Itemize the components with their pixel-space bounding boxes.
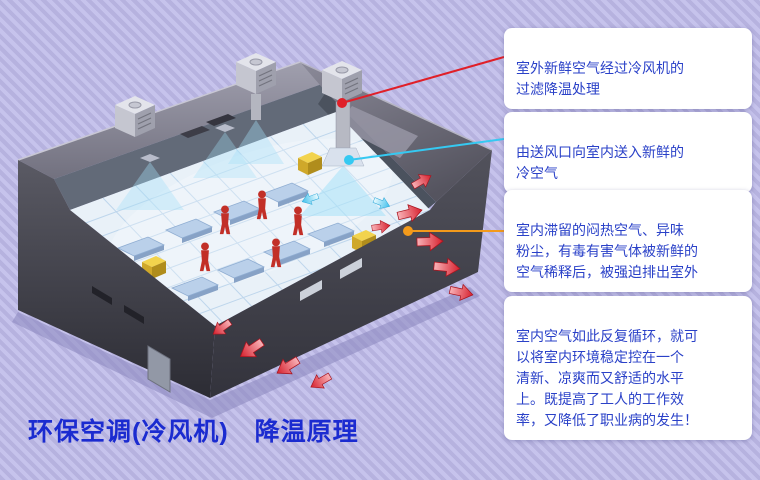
rooftop-cooler-unit bbox=[236, 53, 276, 94]
page-title: 环保空调(冷风机) 降温原理 bbox=[28, 418, 359, 446]
callout-outdoor-air-text: 室外新鲜空气经过冷风机的 过滤降温处理 bbox=[516, 60, 684, 97]
workbench bbox=[260, 182, 310, 207]
callout-outdoor-air: 室外新鲜空气经过冷风机的 过滤降温处理 bbox=[504, 28, 752, 109]
workbench bbox=[306, 222, 356, 247]
worker-figure bbox=[199, 242, 211, 272]
wall-grille bbox=[300, 280, 322, 301]
rooftop-cooler-unit bbox=[115, 96, 155, 137]
worker-figure bbox=[219, 205, 231, 235]
building-walls bbox=[18, 150, 492, 398]
ground-shadow bbox=[12, 287, 480, 418]
connector-dot-supply-air bbox=[344, 155, 354, 165]
callout-circulation: 室内空气如此反复循环，就可 以将室内环境稳定控在一个 清新、凉爽而又舒适的水平 … bbox=[504, 296, 752, 440]
door bbox=[147, 345, 171, 393]
supply-duct bbox=[300, 101, 386, 216]
callout-supply-air-text: 由送风口向室内送入新鲜的 冷空气 bbox=[516, 144, 684, 181]
workers bbox=[199, 190, 304, 272]
workbench bbox=[216, 258, 266, 283]
callout-circulation-text: 室内空气如此反复循环，就可 以将室内环境稳定控在一个 清新、凉爽而又舒适的水平 … bbox=[516, 328, 698, 428]
callout-exhaust-air: 室内滞留的闷热空气、异味 粉尘，有毒有害气体被新鲜的 空气稀释后，被强迫排出室外 bbox=[504, 190, 752, 292]
workbench bbox=[116, 236, 166, 261]
worker-figure bbox=[270, 238, 282, 268]
cool-air-cones bbox=[116, 94, 284, 210]
machines bbox=[142, 152, 376, 279]
connector-line-supply-air bbox=[348, 138, 505, 161]
near-left-wall bbox=[18, 160, 215, 398]
hot-air-arrow bbox=[306, 368, 335, 395]
wall-vent bbox=[92, 286, 112, 305]
worker-figure bbox=[256, 190, 268, 220]
callout-supply-air: 由送风口向室内送入新鲜的 冷空气 bbox=[504, 112, 752, 193]
connector-dot-outdoor-air bbox=[337, 98, 347, 108]
wall-vent bbox=[124, 305, 144, 324]
workbenches bbox=[116, 182, 356, 301]
callout-exhaust-air-text: 室内滞留的闷热空气、异味 粉尘，有毒有害气体被新鲜的 空气稀释后，被强迫排出室外 bbox=[516, 222, 698, 280]
rooftop-units bbox=[115, 53, 362, 137]
callout-connectors bbox=[337, 56, 505, 236]
rooftop-cooler-unit bbox=[322, 61, 362, 102]
workbench bbox=[170, 276, 220, 301]
machine bbox=[298, 152, 322, 175]
worker-figure bbox=[292, 206, 304, 236]
near-right-wall bbox=[210, 150, 492, 398]
connector-dot-exhaust-air bbox=[403, 226, 413, 236]
wall-grille bbox=[340, 258, 362, 279]
connector-line-outdoor-air bbox=[341, 56, 505, 104]
workbench bbox=[164, 218, 214, 243]
